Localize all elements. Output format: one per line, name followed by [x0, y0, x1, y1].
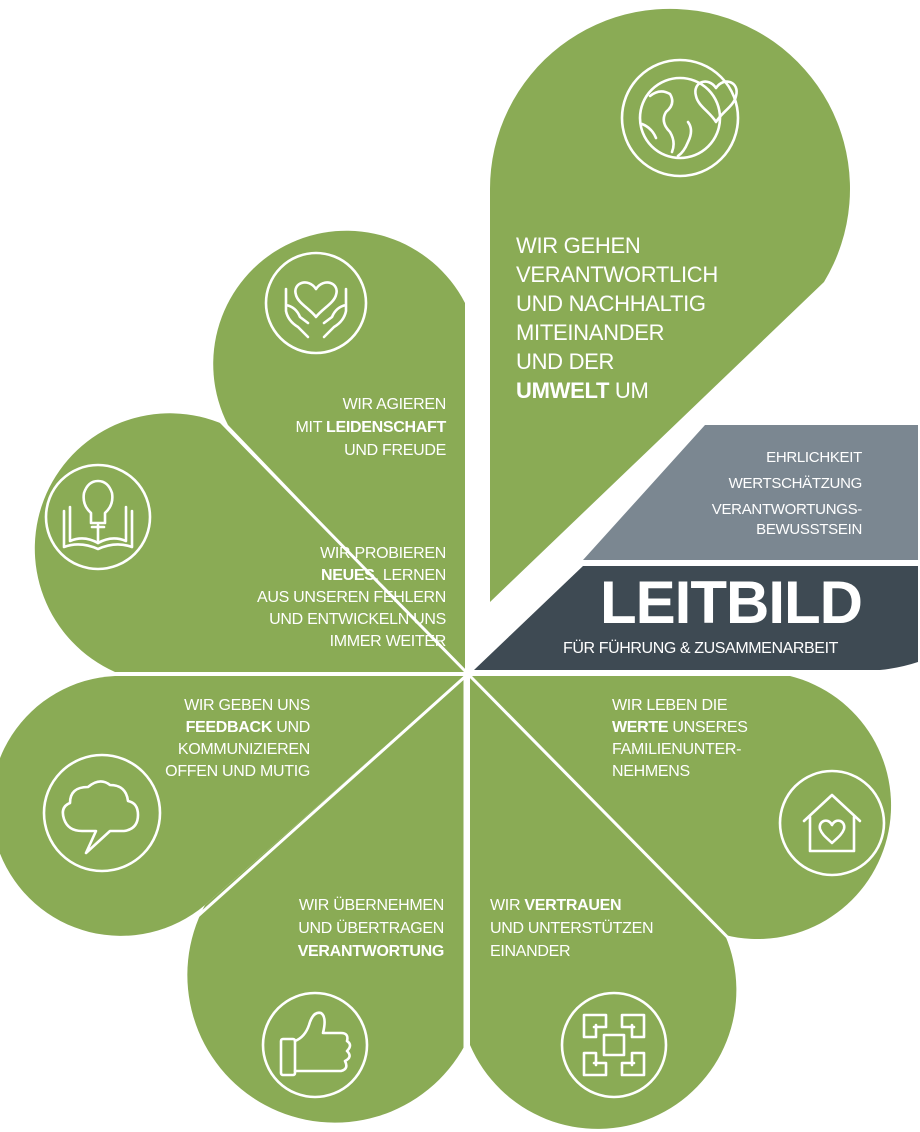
petal-text-segment: WIR PROBIEREN [320, 545, 446, 562]
petal-passion [213, 230, 465, 672]
petal-text-segment: UND [272, 719, 310, 736]
book-lightbulb-icon [44, 463, 152, 571]
petal-text-segment: WERTE [612, 719, 669, 736]
petal-text-feedback: WIR GEBEN UNS FEEDBACK UND KOMMUNIZIEREN OF… [165, 697, 310, 780]
petal-text-segment: UM [609, 378, 648, 403]
core-value-line: BEWUSSTSEIN [756, 521, 862, 538]
petal-values [470, 676, 892, 940]
thumbs-up-icon [261, 991, 369, 1099]
petal-text-responsibility: WIR ÜBERNEHMEN UND ÜBERTRAGEN VERANTWORTUN… [298, 896, 444, 960]
core-value-line: WERTSCHÄTZUNG [729, 475, 862, 492]
petal-text-segment: WIR ÜBERNEHMEN [299, 896, 444, 914]
core-value-line: EHRLICHKEIT [766, 449, 862, 466]
petal-text-segment: UND ÜBERTRAGEN [298, 919, 444, 937]
petal-text-segment: WIR AGIEREN [343, 396, 446, 413]
petal-text-segment: UMWELT [516, 378, 610, 403]
title-band [474, 566, 918, 670]
petal-text-segment: UND NACHHALTIG [516, 291, 706, 316]
petal-responsibility [187, 676, 466, 1123]
petal-text-segment: VERANTWORTLICH [516, 262, 718, 287]
petal-trust [470, 676, 737, 1129]
petal-text-segment: MIT [296, 419, 327, 436]
joined-hands-icon [560, 991, 668, 1099]
petal-text-segment: VERTRAUEN [524, 897, 621, 914]
core-value-line: VERANTWORTUNGS- [712, 501, 863, 518]
petal-text-segment: FAMILIENUNTER- [612, 741, 741, 758]
petal-learning [34, 413, 466, 672]
earth-heart-icon [620, 58, 740, 178]
core-values-band [583, 425, 918, 560]
petal-text-passion: WIR AGIEREN MIT LEIDENSCHAFT UND FREUDE [296, 396, 447, 459]
leitbild-bands [474, 425, 918, 670]
petal-text-segment: OFFEN UND MUTIG [165, 763, 310, 780]
petal-text-segment: FEEDBACK [186, 719, 273, 736]
petal-text-segment: IMMER WEITER [330, 633, 446, 650]
petal-text-segment: EINANDER [490, 943, 570, 960]
petal-text-environment: WIR GEHEN VERANTWORTLICH UND NACHHALTIG MIT… [516, 233, 718, 403]
house-heart-icon [778, 769, 886, 877]
petal-text-learning: WIR PROBIEREN NEUES, LERNEN AUS UNSEREN FE… [257, 545, 446, 650]
petal-text-segment: UND DER [516, 349, 614, 374]
leitbild-subtitle: FÜR FÜHRUNG & ZUSAMMENARBEIT [563, 639, 839, 657]
petal-text-segment: NEHMENS [612, 763, 690, 780]
petal-group [0, 8, 892, 1129]
petal-text-segment: VERANTWORTUNG [298, 943, 444, 960]
petal-dividers [0, 378, 920, 1132]
petal-text-segment: WIR GEBEN UNS [184, 697, 310, 714]
speech-cloud-icon [42, 753, 162, 873]
petal-text-values: WIR LEBEN DIE WERTE UNSERES FAMILIENUNTER-… [612, 697, 748, 780]
petal-text-segment: WIR LEBEN DIE [612, 697, 727, 714]
petal-environment [489, 8, 850, 603]
petal-text-segment: MITEINANDER [516, 320, 664, 345]
petal-text-segment: UND ENTWICKELN UNS [269, 611, 446, 628]
leitbild-title: LEITBILD [600, 569, 862, 636]
petal-feedback [0, 676, 465, 936]
petal-text-segment: NEUES [321, 567, 375, 584]
hands-heart-icon [264, 251, 368, 355]
petal-text-segment: UND UNTERSTÜTZEN [490, 919, 653, 937]
petal-text-segment: UNSERES [668, 719, 747, 736]
petal-text-segment: UND FREUDE [344, 442, 446, 459]
petal-text-segment: AUS UNSEREN FEHLERN [257, 589, 446, 606]
petal-text-segment: WIR [490, 897, 524, 914]
petal-text-segment: , LERNEN [375, 567, 446, 584]
petal-text-segment: LEIDENSCHAFT [326, 419, 446, 436]
petal-text-segment: KOMMUNIZIEREN [178, 741, 310, 758]
petal-text-trust: WIR VERTRAUEN UND UNTERSTÜTZEN EINANDER [490, 897, 653, 960]
core-values-list: EHRLICHKEIT WERTSCHÄTZUNG VERANTWORTUNGS- B… [712, 449, 863, 538]
petal-text-segment: WIR GEHEN [516, 233, 640, 258]
